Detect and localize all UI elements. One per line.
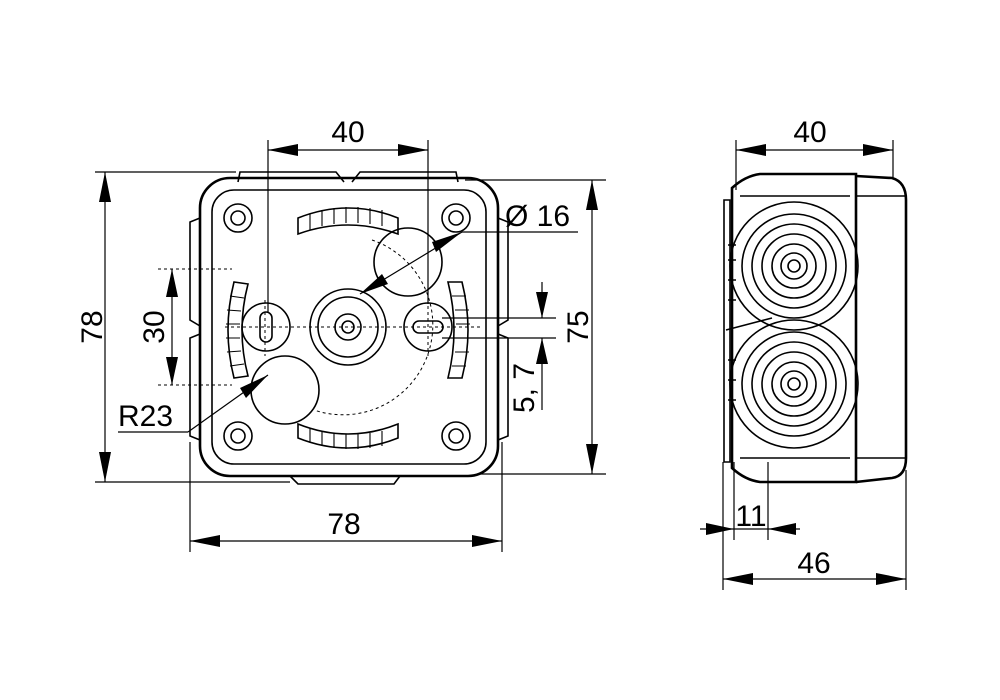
dim-offset: [442, 282, 556, 410]
dim-bottom-width-label: 78: [327, 508, 360, 541]
dim-side-top-width-label: 40: [793, 116, 826, 149]
dim-depth-label: 46: [797, 547, 830, 580]
dim-bottom-width: [189, 442, 503, 552]
left-lug: [189, 217, 201, 441]
bottom-terminal-strip: [297, 422, 399, 449]
dim-wall-thickness: [700, 462, 800, 540]
dim-radius-leader: [118, 374, 269, 433]
corner-screw-tr: [441, 203, 471, 233]
left-slot-hole: [241, 302, 291, 352]
dim-wall-thickness-label: 11: [735, 500, 766, 533]
corner-screw-br: [441, 421, 471, 451]
corner-screw-bl: [223, 421, 253, 451]
dim-offset-label: 5, 7: [508, 363, 541, 413]
lower-cable-gland: [729, 319, 859, 449]
dim-inner-height-label: 75: [562, 310, 595, 343]
dim-top-width-label: 40: [331, 116, 364, 149]
dim-radius-label: R23: [118, 400, 173, 433]
side-base-flange: [723, 199, 731, 463]
dim-center-spacing-label: 30: [138, 310, 171, 343]
upper-cable-gland: [729, 201, 859, 331]
dim-depth: [722, 462, 907, 590]
dim-top-width: [267, 140, 429, 312]
knockout-hole-lower: [250, 355, 320, 425]
right-lug: [497, 217, 509, 441]
dim-outer-height-label: 78: [76, 310, 109, 343]
dim-side-top-width: [735, 140, 894, 190]
top-terminal-strip: [297, 207, 399, 236]
top-lug: [237, 171, 459, 183]
box-inner-outline: [211, 189, 487, 465]
side-lid: [855, 174, 908, 484]
dim-diameter-leader: [359, 231, 578, 295]
left-terminal-strip: [226, 281, 250, 379]
side-view: 40 11 46: [700, 116, 908, 590]
corner-screw-tl: [223, 203, 253, 233]
dim-outer-height: [95, 171, 290, 483]
dim-inner-height: [465, 179, 606, 475]
front-view: 40 Ø 16 78 30: [76, 116, 606, 552]
dim-diameter-label: Ø 16: [505, 200, 570, 233]
construction-arc: [313, 239, 434, 416]
knockout-hole-upper: [373, 227, 443, 297]
box-outline: [198, 176, 500, 478]
bottom-lug: [289, 475, 401, 485]
dim-center-spacing: [158, 268, 232, 386]
